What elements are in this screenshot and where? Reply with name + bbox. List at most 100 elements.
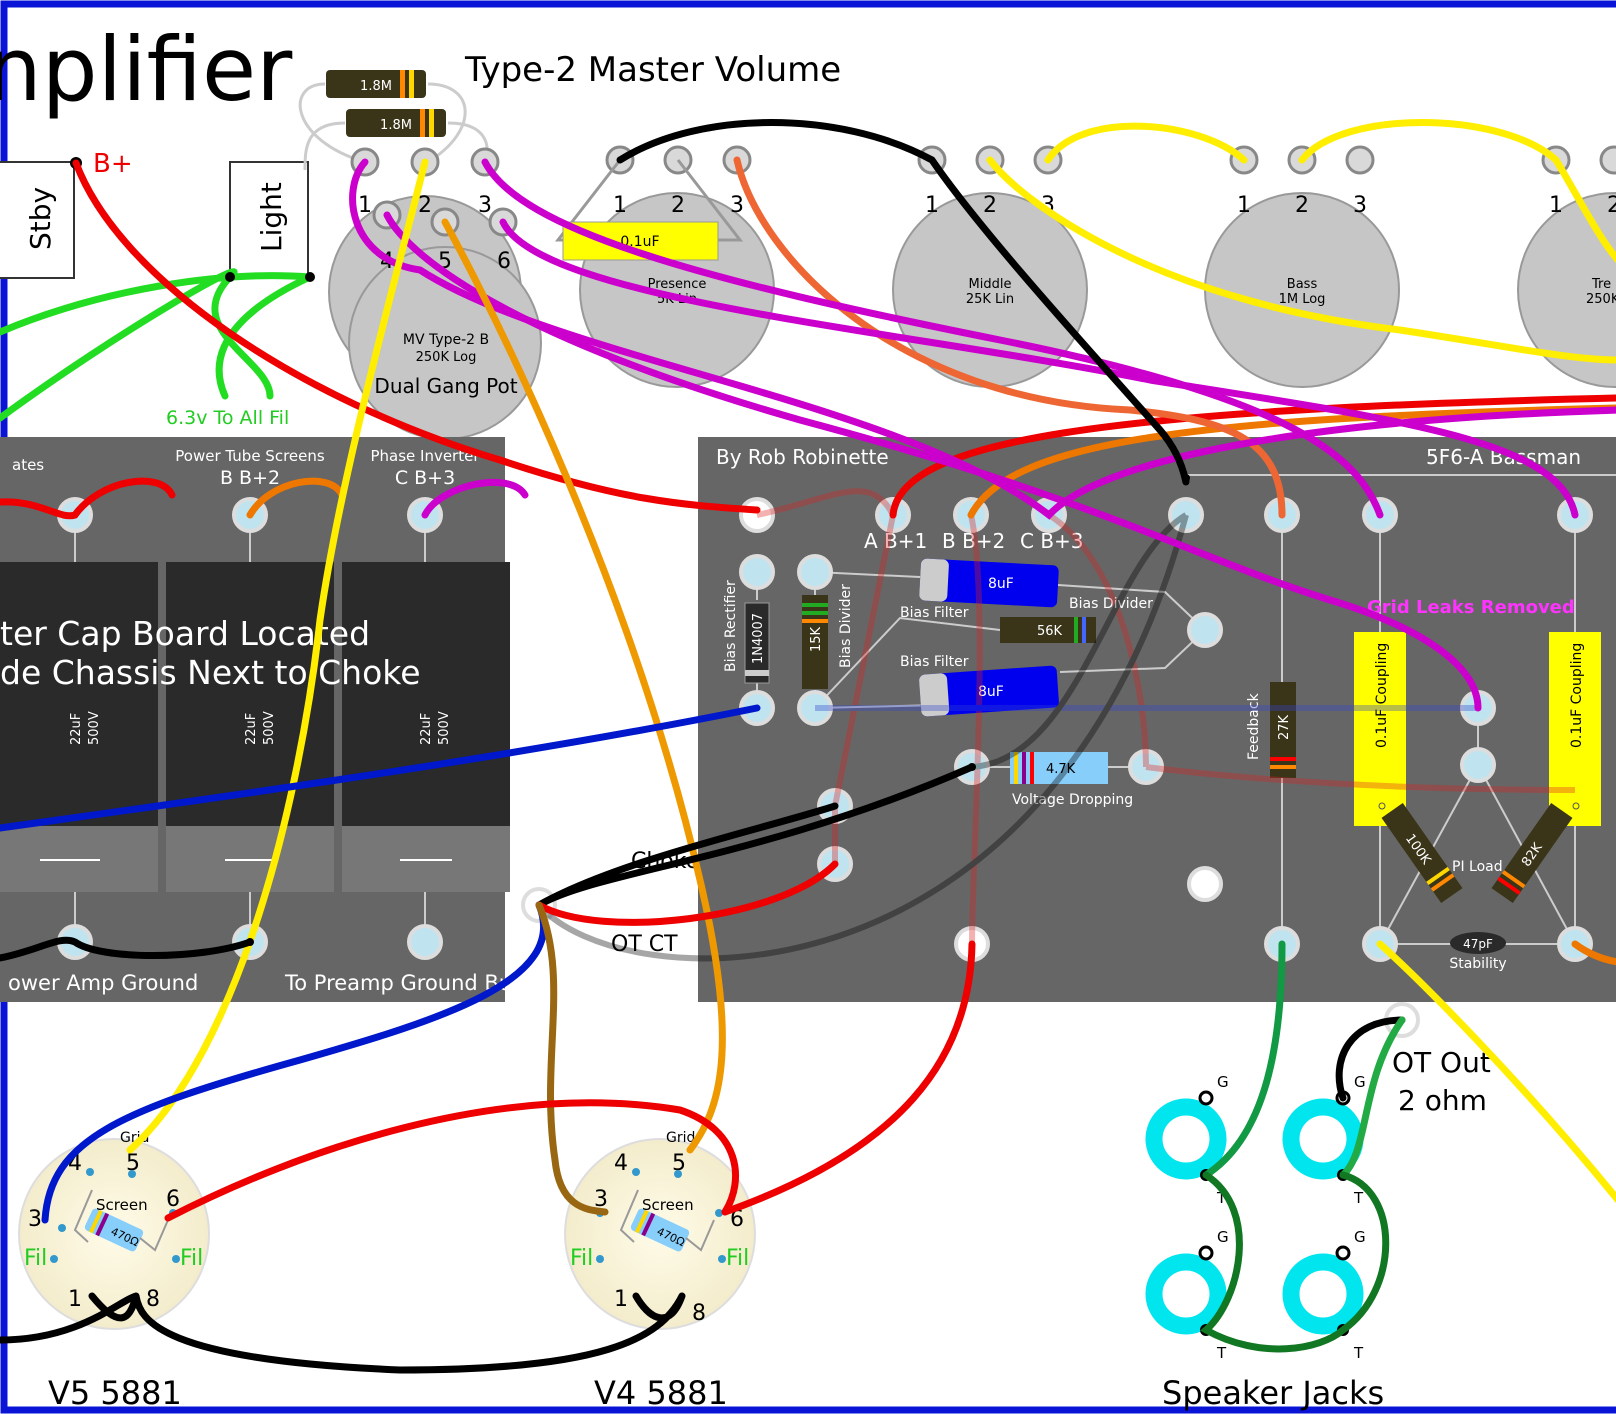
svg-text:C B+3: C B+3 xyxy=(1020,529,1084,553)
mv-resistor-2: 1.8M xyxy=(346,109,446,137)
resistor-56k: 56K xyxy=(1000,617,1096,643)
speaker-jack-3 xyxy=(1145,1253,1227,1335)
resistor-27k: 27K xyxy=(1270,682,1296,778)
wire-terminals xyxy=(225,272,1190,946)
filter-board-note-2: de Chassis Next to Choke xyxy=(0,653,421,692)
svg-text:500V: 500V xyxy=(87,711,102,745)
standby-switch: Stby xyxy=(0,161,75,279)
resistor-15k: 15K xyxy=(802,595,828,689)
pot-treble: Tre 250K xyxy=(1517,192,1616,388)
bias-filter-cap-1-label: 8uF xyxy=(988,576,1014,592)
master-volume-title: Type-2 Master Volume xyxy=(464,50,841,90)
wires xyxy=(0,119,1616,1374)
svg-text:1: 1 xyxy=(613,193,627,218)
filament-note: 6.3v To All Fil xyxy=(166,407,289,429)
svg-text:1: 1 xyxy=(925,193,939,218)
ot-ct-label: OT CT xyxy=(611,932,678,957)
mv-resistor-lead-1 xyxy=(298,82,467,164)
main-board-eyelets xyxy=(521,497,1593,1038)
mv-pot-value: 250K Log xyxy=(416,350,477,365)
svg-text:1: 1 xyxy=(1237,193,1251,218)
middle-pot-value: 25K Lin xyxy=(966,292,1014,307)
coupling-cap-1: 0.1uF Coupling xyxy=(1354,632,1406,826)
stability-cap-label: 47pF xyxy=(1463,937,1493,951)
bass-pot-value: 1M Log xyxy=(1279,292,1326,307)
tube-v5: 470Ω Grid Screen Fil Fil 1 3 4 5 6 8 xyxy=(18,1130,210,1330)
mv-resistor-1-label: 1.8M xyxy=(360,79,392,94)
svg-text:G: G xyxy=(1217,1228,1229,1246)
svg-text:3: 3 xyxy=(28,1207,42,1232)
svg-text:2: 2 xyxy=(1295,193,1309,218)
underboard-wires xyxy=(536,488,1576,962)
tube-v5-fil-right: Fil xyxy=(180,1246,203,1271)
svg-text:1: 1 xyxy=(68,1287,82,1312)
bass-pot-label: Bass xyxy=(1287,277,1318,292)
resistor-27k-label: 27K xyxy=(1277,714,1292,740)
ot-out-label-1: OT Out xyxy=(1392,1046,1491,1079)
pi-load-label: PI Load xyxy=(1452,859,1503,875)
svg-text:6: 6 xyxy=(166,1187,180,1212)
bias-filter-label-1: Bias Filter xyxy=(900,605,969,621)
svg-text:B B+2: B B+2 xyxy=(942,529,1005,553)
tube-v5-screen-label: Screen xyxy=(96,1196,148,1214)
filter-col-label-3: Phase Inverter xyxy=(370,447,480,465)
speaker-jack-2 xyxy=(1282,1098,1364,1180)
svg-text:500V: 500V xyxy=(437,711,452,745)
stability-label: Stability xyxy=(1449,956,1506,972)
resistor-15k-label: 15K xyxy=(809,626,824,652)
diagram-title: nplifier xyxy=(0,18,293,121)
light-label: Light xyxy=(255,182,288,252)
svg-text:T: T xyxy=(1216,1189,1227,1207)
feedback-label: Feedback xyxy=(1246,692,1262,760)
svg-text:5: 5 xyxy=(126,1151,140,1176)
svg-text:2: 2 xyxy=(418,193,432,218)
mv-pot-label: MV Type-2 B xyxy=(403,332,489,348)
power-amp-ground-label: ower Amp Ground xyxy=(8,971,198,995)
svg-text:G: G xyxy=(1354,1228,1366,1246)
svg-text:8: 8 xyxy=(692,1301,706,1326)
tube-v4-fil-right: Fil xyxy=(726,1246,749,1271)
svg-text:T: T xyxy=(1353,1344,1364,1362)
standby-label: Stby xyxy=(24,187,57,250)
svg-text:3: 3 xyxy=(594,1187,608,1212)
mv-pot-type: Dual Gang Pot xyxy=(374,374,517,398)
svg-text:2: 2 xyxy=(1607,193,1616,218)
filter-col-label-1: ates xyxy=(12,456,44,474)
filter-col-label-2: Power Tube Screens xyxy=(175,447,325,465)
bias-filter-label-2: Bias Filter xyxy=(900,654,969,670)
middle-pot-label: Middle xyxy=(969,277,1012,292)
svg-text:22uF: 22uF xyxy=(419,713,434,745)
svg-text:2: 2 xyxy=(671,193,685,218)
svg-text:500V: 500V xyxy=(262,711,277,745)
treble-pot-label: Tre xyxy=(1591,277,1611,292)
stability-cap: 47pF xyxy=(1450,932,1506,954)
coupling-cap-2: 0.1uF Coupling xyxy=(1549,632,1601,826)
bias-divider-label-2: Bias Divider xyxy=(1069,596,1153,612)
resistor-100k: 100K xyxy=(1381,802,1463,904)
speaker-jack-1 xyxy=(1145,1098,1227,1180)
svg-text:6: 6 xyxy=(730,1207,744,1232)
svg-text:3: 3 xyxy=(1353,193,1367,218)
svg-text:A B+1: A B+1 xyxy=(864,529,927,553)
svg-text:6: 6 xyxy=(497,249,511,274)
svg-text:22uF: 22uF xyxy=(244,713,259,745)
speaker-jacks-title: Speaker Jacks xyxy=(1162,1374,1384,1412)
svg-text:T: T xyxy=(1353,1189,1364,1207)
svg-text:22uF: 22uF xyxy=(69,713,84,745)
tube-v4-screen-label: Screen xyxy=(642,1196,694,1214)
svg-text:2: 2 xyxy=(983,193,997,218)
tube-v4-name: V4 5881 xyxy=(594,1374,728,1412)
svg-text:4: 4 xyxy=(614,1151,628,1176)
speaker-jack-4 xyxy=(1282,1253,1364,1335)
tube-v4: 470Ω Grid Screen Fil Fil 1 3 4 5 6 8 xyxy=(564,1130,756,1330)
svg-text:T: T xyxy=(1216,1344,1227,1362)
main-board xyxy=(698,437,1616,1002)
bias-rectifier-label: Bias Rectifier xyxy=(723,580,739,672)
bias-filter-cap-1: 8uF xyxy=(919,558,1059,608)
author-label: By Rob Robinette xyxy=(716,445,889,469)
speaker-jacks: G G G G T T T T xyxy=(1145,1073,1366,1362)
coupling-cap-2-label: 0.1uF Coupling xyxy=(1569,643,1585,748)
mv-resistor-2-label: 1.8M xyxy=(380,118,412,133)
presence-pot-label: Presence xyxy=(648,277,707,292)
diode-label: 1N4007 xyxy=(751,613,766,664)
